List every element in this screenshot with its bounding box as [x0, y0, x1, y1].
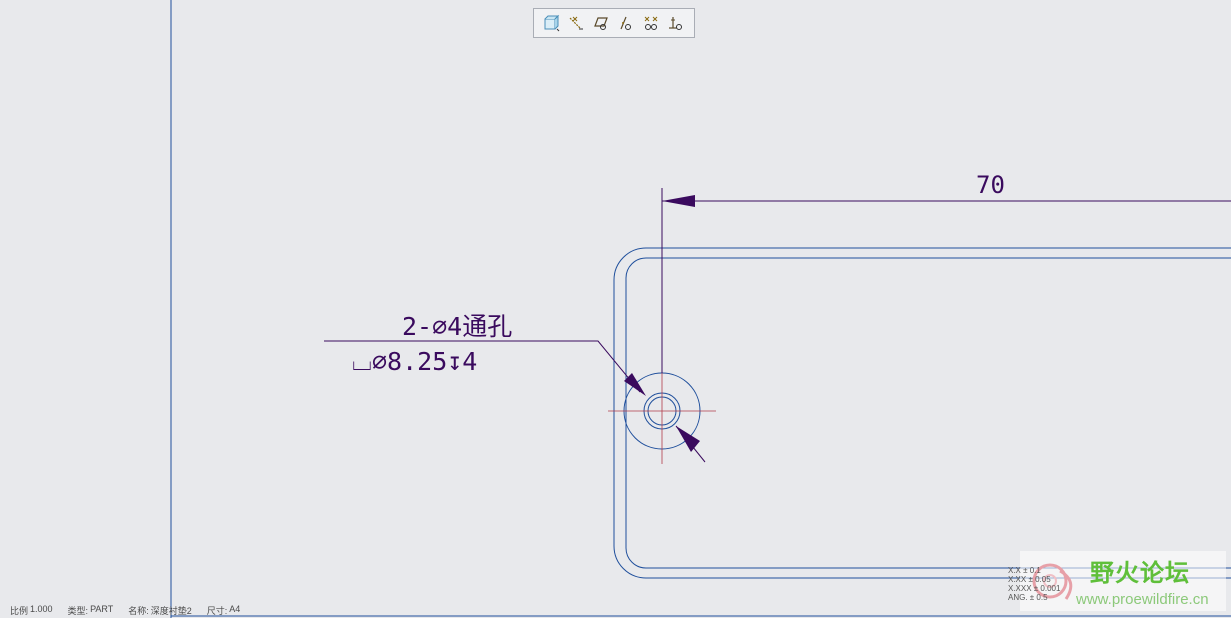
status-scale-label: 比例: [10, 606, 29, 616]
status-name: 名称: 深度衬垫2: [128, 604, 192, 616]
datum-point-display-button[interactable]: [614, 12, 637, 34]
datum-plane-display-button[interactable]: [589, 12, 612, 34]
drawing-status-bar: 比例 1.000 类型: PART 名称: 深度衬垫2 尺寸: A4: [10, 604, 240, 616]
part-outline-outer[interactable]: [613, 247, 1231, 579]
status-size-label: 尺寸:: [206, 606, 228, 616]
status-type-value: PART: [90, 604, 114, 614]
hole-note-leader: [324, 340, 641, 393]
dimension-value[interactable]: 70: [976, 171, 1005, 199]
status-name-value: 深度衬垫2: [150, 606, 192, 616]
status-scale: 比例 1.000: [10, 604, 53, 616]
hole-note-line2[interactable]: ⌴∅8.25↧4: [352, 347, 477, 376]
status-type: 类型: PART: [68, 604, 114, 616]
datum-plane-display-icon: [593, 17, 608, 30]
status-size: 尺寸: A4: [207, 604, 241, 616]
tolerance-line: X.XX ± 0.05: [1008, 575, 1051, 584]
watermark-logo-icon: [1032, 563, 1073, 600]
view-display-toolbar: [533, 8, 695, 38]
view-3d-button[interactable]: [539, 12, 562, 34]
annotation-display-button[interactable]: [664, 12, 687, 34]
datum-point-display-icon: [619, 16, 631, 30]
status-scale-value: 1.000: [30, 604, 53, 614]
watermark-title: 野火论坛: [1090, 559, 1190, 587]
dimension-arrowhead: [662, 195, 695, 207]
annotation-display-icon: [668, 17, 682, 30]
status-name-label: 名称:: [128, 606, 149, 616]
hole-note-line1[interactable]: 2-∅4通孔: [402, 312, 512, 341]
datum-csys-display-button[interactable]: [639, 12, 662, 34]
datum-axis-display-button[interactable]: [564, 12, 587, 34]
leader-arrowhead-upper: [624, 373, 646, 396]
tolerance-line: ANG. ± 0.5: [1008, 593, 1048, 602]
forum-watermark: 野火论坛 www.proewildfire.cn: [1020, 551, 1226, 611]
tolerance-line: X.XXX ± 0.001: [1008, 584, 1061, 593]
part-outline-inner[interactable]: [625, 257, 1231, 569]
view-3d-icon: [544, 14, 559, 32]
tolerance-line: X.X ± 0.1: [1008, 566, 1041, 575]
tolerance-table: X.X ± 0.1 X.XX ± 0.05 X.XXX ± 0.001 ANG.…: [1008, 566, 1060, 602]
datum-csys-display-icon: [644, 16, 657, 30]
status-type-label: 类型:: [67, 606, 89, 616]
watermark-url: www.proewildfire.cn: [1076, 591, 1209, 608]
status-size-value: A4: [229, 604, 241, 614]
leader-arrowhead-lower: [676, 426, 700, 452]
datum-axis-display-icon: [569, 16, 583, 30]
